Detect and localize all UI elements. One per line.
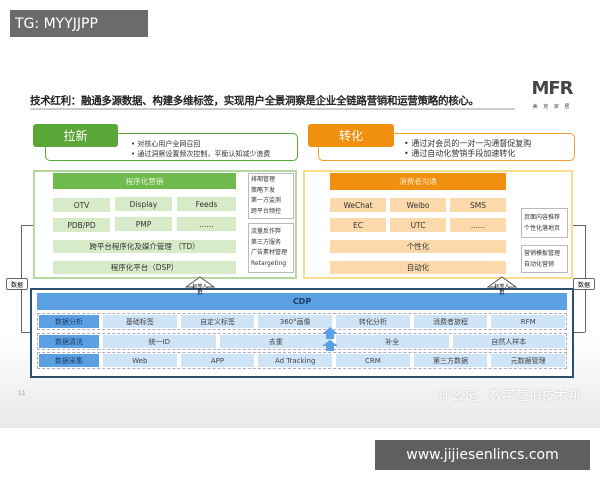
cdp-cell: Ad Tracking [258,354,333,367]
consumer-side-box: 营销模板管理自动化营销 [521,245,568,273]
td-bar: 跨平台程序化及媒介管理 （TD） [53,240,236,253]
cell: PDB/PD [53,218,110,232]
cdp-cell: 自然人样本 [452,335,565,348]
side-item: Retargeting [251,259,287,267]
cell: EC [330,218,386,232]
programmatic-panel [33,170,297,279]
cdp-cell: 基础标签 [103,315,177,328]
cdp-cell: 补全 [336,335,449,348]
side-item: 排期管理 [251,176,276,183]
watermark-text: 什么是 · 数字营销技术邦 [438,389,581,404]
side-item: 跨平台频控 [251,207,282,215]
cell: WeChat [330,198,386,212]
side-item: 页面内容推荐 [524,214,561,221]
programmatic-header: 程序化营销 [53,173,236,189]
side-item: 第一方监测 [251,197,282,204]
programmatic-side-box: 流量反作弊第三方服务广告素材管理 Retargeting [248,223,294,273]
bullet: • 通过洞察设置频次控制，平衡认知减少浪费 [131,150,271,158]
cdp-cell: 第三方数据 [413,354,488,367]
automation-bar: 自动化 [330,261,506,274]
page-number: 11 [18,390,26,397]
bullet: • 通过对会员的一对一沟通督促复购 [404,139,532,148]
row-head: 数据采集 [39,354,99,367]
side-item: 策略下发 [251,186,276,194]
consumer-panel [303,170,573,279]
cdp-cell: Web [103,354,177,367]
convert-bullets: • 通过对会员的一对一沟通督促复购 • 通过自动化营销手段加速转化 [318,133,575,161]
acquire-bullets: • 对核心用户全网召回 • 通过洞察设置频次控制，平衡认知减少浪费 [45,133,298,161]
consumer-header: 消费者沟通 [330,173,506,190]
connector [21,332,30,333]
side-item: 广告素材管理 [251,249,288,256]
cdp-cell: 转化分析 [336,315,410,328]
cdp-cell: RFM [491,315,566,328]
side-item: 流量反作弊 [251,228,282,235]
cdp-cell: 360°画像 [258,315,333,328]
programmatic-side-box: 排期管理策略下发第一方监测跨平台频控 [248,173,294,219]
cell: Display [115,197,172,211]
cell: ...... [450,218,506,232]
cdp-cell: 统一ID [103,335,216,348]
dsp-bar: 程序化平台（DSP） [53,261,236,274]
row-head: 数据清洗 [39,335,99,348]
cdp-cell: 元数据管理 [491,354,566,367]
bullet: • 对核心用户全网召回 [131,140,201,148]
data-label-right: 数据 [573,278,595,290]
row-head: 数据分析 [39,315,99,328]
connector [574,332,585,333]
personalization-bar: 个性化 [330,240,506,253]
tg-label: TG: MYYJJPP [10,10,148,37]
cell: PMP [115,217,172,231]
side-item: 营销模板管理 [524,250,561,257]
cell: Feeds [177,197,236,211]
cdp-cell: CRM [336,354,410,367]
data-label-left: 数据 [6,278,28,290]
cell: ...... [177,217,236,231]
side-item: 第三方服务 [251,238,282,246]
slide-title: 技术红利：融通多源数据、构建多维标签，实现用户全景洞察是企业全链路营销和运营策略… [30,95,479,107]
title-underline [30,108,515,110]
cdp-cell: 去重 [219,335,332,348]
side-item: 个性化落地页 [524,224,561,232]
bullet: • 通过自动化营销手段加速转化 [404,149,516,158]
connector [21,225,33,226]
arrow-label: 标签人群 [494,284,510,296]
side-item: 自动化营销 [524,260,555,268]
connector [573,225,585,226]
arrow-label: 标签人群 [192,284,208,296]
cdp-cell: 自定义标签 [180,315,255,328]
cdp-cell: 消费者旅程 [413,315,488,328]
up-arrow-icon [322,327,338,351]
acquire-tag: 拉新 [33,124,118,147]
cell: SMS [450,198,506,212]
cell: Weibo [390,198,446,212]
cdp-header: CDP [37,293,567,310]
convert-tag: 转化 [308,124,394,147]
cdp-cell: APP [180,354,255,367]
consumer-side-box: 页面内容推荐个性化落地页 [521,208,568,238]
site-watermark: www.jijiesenlincs.com [375,440,590,470]
cell: OTV [53,198,110,212]
cell: UTC [390,218,446,232]
